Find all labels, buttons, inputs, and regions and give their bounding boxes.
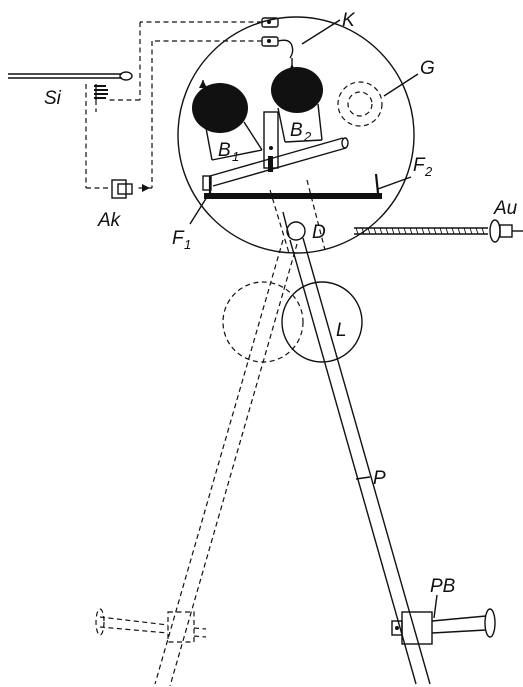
label-k: K: [342, 10, 356, 31]
pendulum-handle-pb: [391, 608, 496, 645]
g-circle-inner: [347, 91, 373, 117]
label-f2: F: [413, 155, 426, 176]
central-stem: [263, 111, 279, 172]
pendulum-bob-alternate-position: [222, 281, 304, 363]
pendulum-rod: [282, 211, 431, 685]
bulb-b1: [192, 80, 263, 161]
g-circle-outer: [337, 81, 383, 127]
label-f2-sub: 2: [424, 164, 433, 179]
component-ak: [111, 179, 150, 199]
wiring: [85, 21, 262, 189]
leader-f2: [377, 176, 412, 190]
platform-bar: [204, 173, 382, 199]
pivot-d: [286, 221, 306, 241]
label-g: G: [420, 58, 435, 79]
label-b1: B: [218, 140, 231, 161]
label-d: D: [312, 222, 326, 243]
label-au: Au: [493, 198, 518, 219]
bulb-b2: [271, 58, 323, 143]
label-ak: Ak: [97, 210, 122, 231]
label-b2: B: [290, 120, 303, 141]
coil: [94, 84, 108, 100]
label-l: L: [336, 320, 347, 341]
label-b1-sub: 1: [232, 149, 239, 164]
leader-f1: [189, 196, 208, 225]
leader-pb: [433, 594, 438, 619]
needle-si: [8, 71, 133, 81]
label-pb: PB: [430, 576, 456, 597]
adjustment-screw-au: [354, 219, 523, 243]
pendulum-bob-l: [281, 281, 363, 363]
label-si: Si: [44, 88, 62, 109]
pendulum-handle-alternate-position: [95, 608, 207, 643]
contact-terminals: [261, 17, 341, 59]
label-b2-sub: 2: [303, 129, 312, 144]
label-p: P: [373, 468, 386, 489]
label-f1: F: [172, 228, 185, 249]
label-f1-sub: 1: [184, 237, 191, 252]
pendulum-rod-alternate-position: [154, 179, 326, 687]
leader-g: [383, 73, 419, 97]
housing-circle: [177, 16, 415, 254]
